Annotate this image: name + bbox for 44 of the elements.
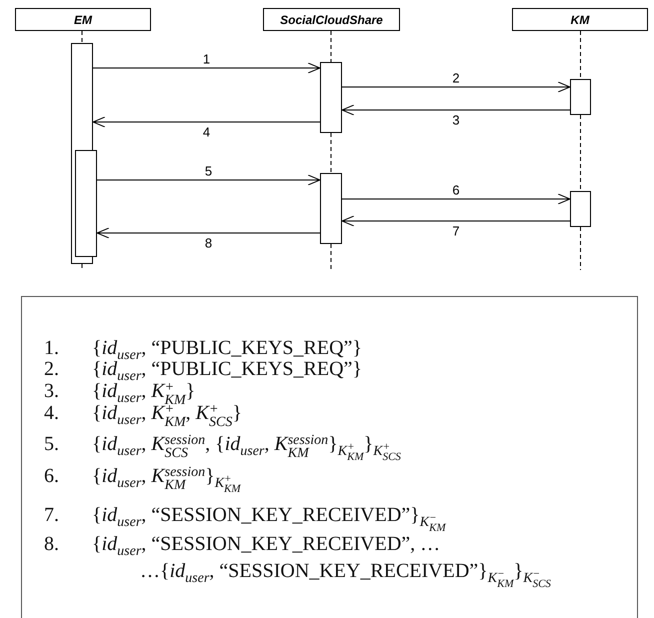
activation-bar bbox=[320, 173, 342, 244]
activation-bar bbox=[320, 62, 342, 133]
participant-name: EM bbox=[74, 12, 92, 26]
edge-label: 7 bbox=[450, 224, 462, 238]
message-list-panel bbox=[21, 296, 638, 618]
edge-label: 8 bbox=[202, 236, 214, 250]
message-arrow bbox=[342, 104, 570, 116]
participant-header bbox=[263, 8, 400, 31]
edge-label: 1 bbox=[200, 52, 212, 66]
lifeline bbox=[330, 30, 332, 62]
message-arrow bbox=[96, 174, 320, 186]
activation-bar bbox=[570, 79, 591, 115]
participant-name: SocialCloudShare bbox=[280, 12, 383, 26]
lifeline bbox=[330, 132, 332, 174]
edge-label: 3 bbox=[450, 112, 462, 128]
message-formula: {id$_{user}$, “PUBLIC_KEYS_REQ”} bbox=[92, 337, 362, 359]
list-number: 6. bbox=[44, 465, 59, 487]
activation-bar bbox=[570, 191, 591, 227]
activation-bar bbox=[75, 150, 97, 257]
participant-header bbox=[15, 8, 151, 31]
message-arrow bbox=[92, 62, 320, 74]
edge-label: 6 bbox=[450, 182, 462, 198]
list-number: 7. bbox=[44, 504, 59, 526]
participant-name: KM bbox=[570, 12, 590, 26]
message-arrow bbox=[92, 116, 320, 128]
lifeline bbox=[580, 114, 581, 192]
list-number: 1. bbox=[44, 337, 59, 359]
list-number: 8. bbox=[44, 533, 59, 555]
edge-label: 4 bbox=[200, 124, 212, 140]
message-arrow bbox=[342, 82, 570, 92]
message-arrow bbox=[342, 194, 570, 204]
lifeline bbox=[580, 226, 581, 270]
lifeline bbox=[330, 244, 332, 270]
edge-label: 5 bbox=[202, 164, 214, 178]
message-formula: {id$_{user}$, “PUBLIC_KEYS_REQ”} bbox=[92, 358, 362, 380]
list-number: 5. bbox=[44, 433, 59, 455]
edge-label: 2 bbox=[450, 70, 462, 86]
list-number: 3. bbox=[44, 380, 59, 402]
participant-header bbox=[512, 8, 648, 31]
list-number: 2. bbox=[44, 358, 59, 380]
list-number: 4. bbox=[44, 402, 59, 424]
lifeline bbox=[580, 30, 581, 80]
message-arrow bbox=[342, 216, 570, 226]
message-arrow bbox=[96, 228, 320, 238]
